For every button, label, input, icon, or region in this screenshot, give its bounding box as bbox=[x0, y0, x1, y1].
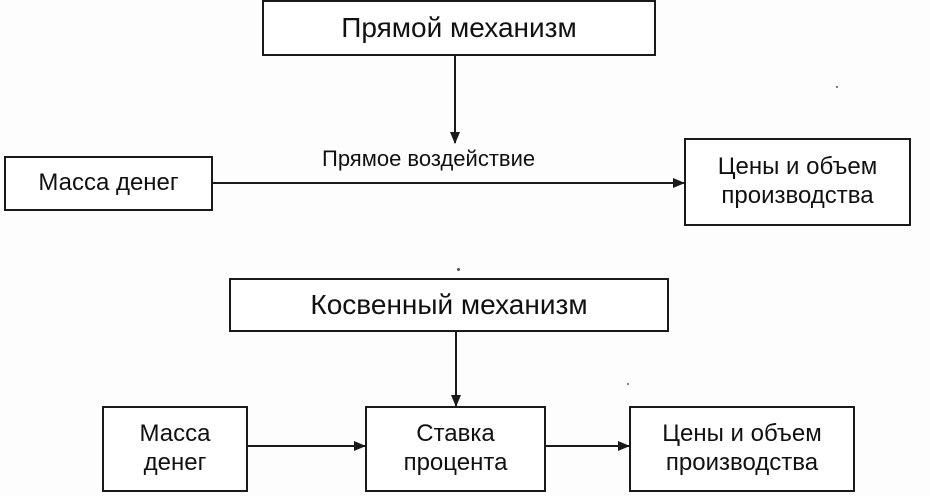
indirect-money-supply-line1: Масса bbox=[139, 420, 211, 448]
indirect-money-supply-box: Масса денег bbox=[102, 406, 248, 492]
direct-money-supply-text: Масса денег bbox=[38, 169, 179, 197]
direct-money-supply-box: Масса денег bbox=[4, 156, 213, 211]
indirect-mechanism-title: Косвенный механизм bbox=[229, 278, 669, 332]
direct-prices-output-line1: Цены и объем bbox=[717, 153, 878, 181]
interest-rate-line1: Ставка bbox=[416, 420, 495, 448]
indirect-mechanism-title-text: Косвенный механизм bbox=[310, 289, 588, 321]
indirect-prices-output-line2: производства bbox=[665, 449, 819, 476]
interest-rate-line2: процента bbox=[403, 449, 508, 476]
scan-speck bbox=[836, 86, 838, 88]
direct-influence-label: Прямое воздействие bbox=[322, 146, 536, 171]
indirect-prices-output-line1: Цены и объем bbox=[662, 420, 822, 448]
scan-speck bbox=[627, 383, 629, 385]
direct-mechanism-title: Прямой механизм bbox=[262, 0, 656, 56]
scan-speck bbox=[457, 268, 460, 271]
direct-prices-output-line2: производства bbox=[721, 182, 874, 209]
indirect-prices-output-box: Цены и объем производства bbox=[629, 406, 855, 492]
indirect-money-supply-line2: денег bbox=[143, 449, 207, 476]
direct-mechanism-title-text: Прямой механизм bbox=[341, 12, 577, 44]
interest-rate-box: Ставка процента bbox=[365, 406, 546, 492]
direct-prices-output-box: Цены и объем производства bbox=[684, 138, 911, 226]
